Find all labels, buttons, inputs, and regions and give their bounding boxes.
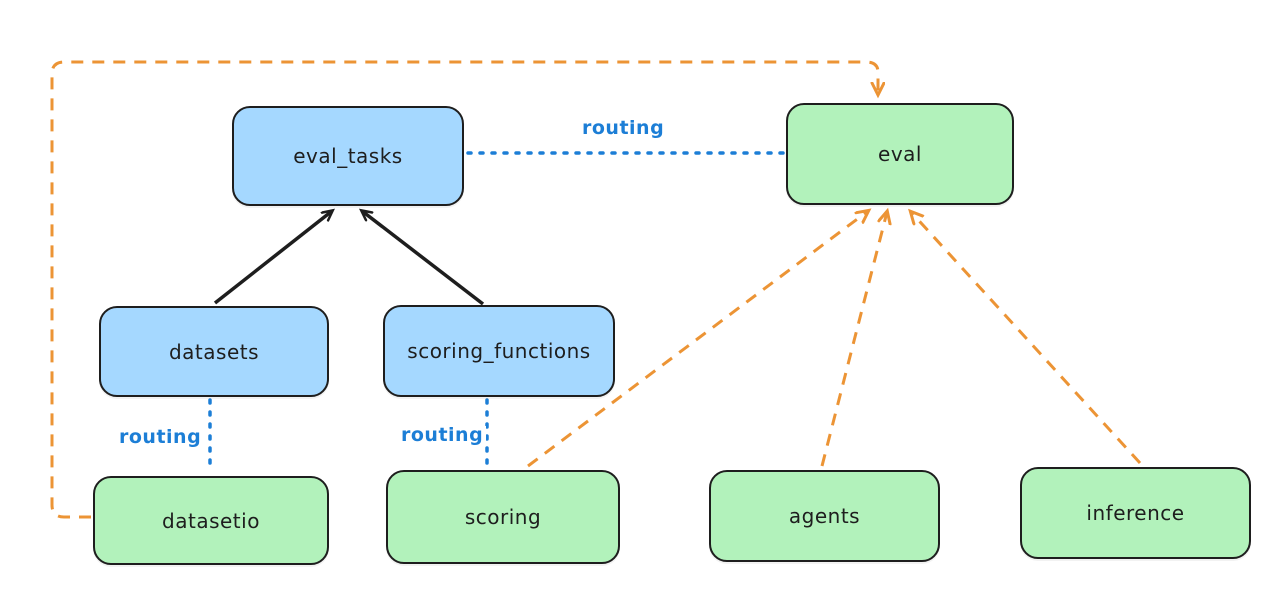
node-datasetio: datasetio <box>93 476 329 565</box>
node-eval: eval <box>786 103 1014 205</box>
routing-label-datasets-datasetio: routing <box>116 428 205 447</box>
node-datasets: datasets <box>99 306 329 397</box>
node-datasets-label: datasets <box>168 339 260 364</box>
node-inference-label: inference <box>1086 501 1185 525</box>
edge-scoring-to-eval <box>527 211 868 468</box>
node-scoring-functions: scoring_functions <box>383 305 615 397</box>
node-scoring: scoring <box>386 470 620 564</box>
routing-label-eval-tasks-eval: routing <box>579 119 668 138</box>
edge-inference-to-eval <box>911 212 1142 465</box>
node-datasetio-label: datasetio <box>162 508 260 533</box>
edge-scoring-functions-to-eval-tasks <box>362 211 485 306</box>
node-scoring-label: scoring <box>464 505 542 529</box>
node-eval-label: eval <box>878 142 922 166</box>
edge-agents-to-eval <box>820 212 887 467</box>
edge-datasetio-to-eval <box>50 60 878 519</box>
node-eval-tasks-label: eval_tasks <box>293 144 403 168</box>
edge-datasets-to-eval-tasks <box>213 211 332 305</box>
node-inference: inference <box>1020 467 1251 559</box>
node-eval-tasks: eval_tasks <box>232 106 464 206</box>
routing-label-scoring-functions-scoring: routing <box>398 426 487 445</box>
node-scoring-functions-label: scoring_functions <box>407 339 591 363</box>
node-agents-label: agents <box>788 504 861 528</box>
node-agents: agents <box>709 470 940 562</box>
